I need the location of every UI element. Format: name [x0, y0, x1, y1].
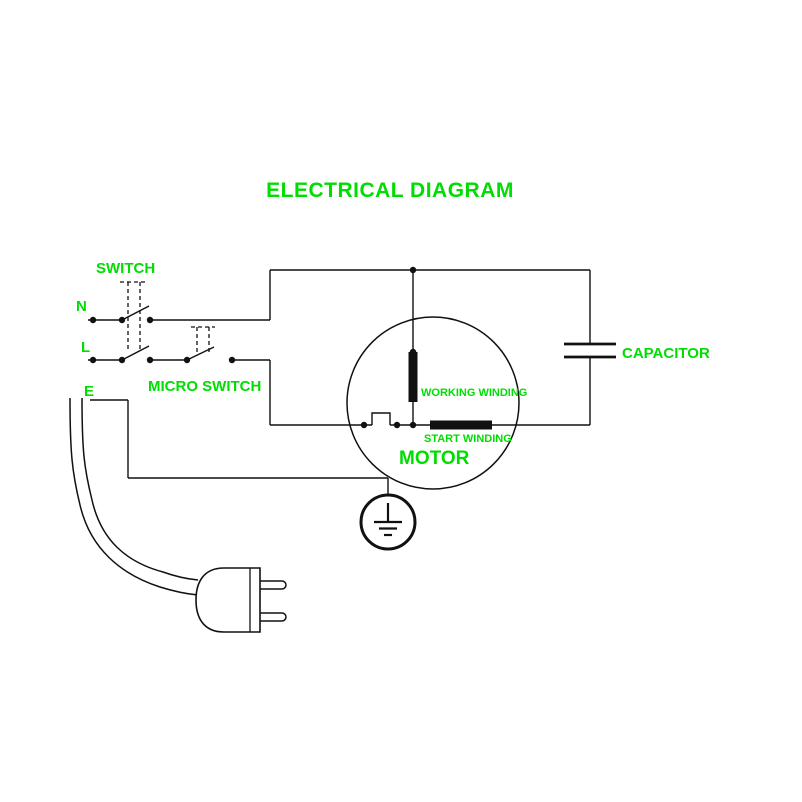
page-title: ELECTRICAL DIAGRAM	[266, 179, 514, 202]
start-winding-symbol	[430, 420, 492, 430]
switch-blade-l	[121, 345, 150, 361]
dot-n-terminal	[89, 316, 97, 324]
dot-micro-switch-right	[228, 356, 236, 364]
switch-linkages	[120, 281, 215, 352]
switch-blade-n	[121, 305, 150, 321]
plug-body	[195, 567, 261, 633]
dot-top-bus-junction	[409, 266, 417, 274]
cord-outer-edge	[69, 397, 199, 596]
capacitor-symbol	[564, 342, 616, 359]
dot-l-terminal	[89, 356, 97, 364]
dot-l-switch-left	[118, 356, 126, 364]
junction-dots	[89, 266, 417, 429]
micro-switch-label: MICRO SWITCH	[148, 378, 261, 395]
dot-bottom-bus-junction	[409, 421, 417, 429]
dot-micro-switch-left	[183, 356, 191, 364]
cord-inner-edge	[81, 397, 199, 581]
earth-circle	[359, 493, 417, 551]
dot-centrifugal-left	[360, 421, 368, 429]
micro-switch-blade	[186, 346, 215, 361]
terminal-n-label: N	[76, 298, 87, 315]
earth-ground-symbol	[359, 493, 417, 551]
dot-n-switch-left	[118, 316, 126, 324]
working-winding-symbol	[408, 352, 418, 402]
power-cord	[69, 397, 199, 596]
dot-working-winding-top	[409, 348, 417, 356]
dot-l-switch-right	[146, 356, 154, 364]
dot-n-switch-right	[146, 316, 154, 324]
dot-centrifugal-right	[393, 421, 401, 429]
start-winding-label: START WINDING	[424, 433, 512, 445]
terminal-e-label: E	[84, 383, 94, 400]
motor-label: MOTOR	[399, 448, 470, 469]
diagram-labels: ELECTRICAL DIAGRAM SWITCH N L E MICRO SW…	[76, 179, 710, 469]
centrifugal-switch-contact	[371, 412, 391, 425]
motor-circle	[346, 316, 520, 490]
working-winding-label: WORKING WINDING	[421, 387, 527, 399]
power-plug	[195, 567, 287, 633]
capacitor-label: CAPACITOR	[622, 345, 710, 362]
switch-label: SWITCH	[96, 260, 155, 277]
terminal-l-label: L	[81, 339, 90, 356]
